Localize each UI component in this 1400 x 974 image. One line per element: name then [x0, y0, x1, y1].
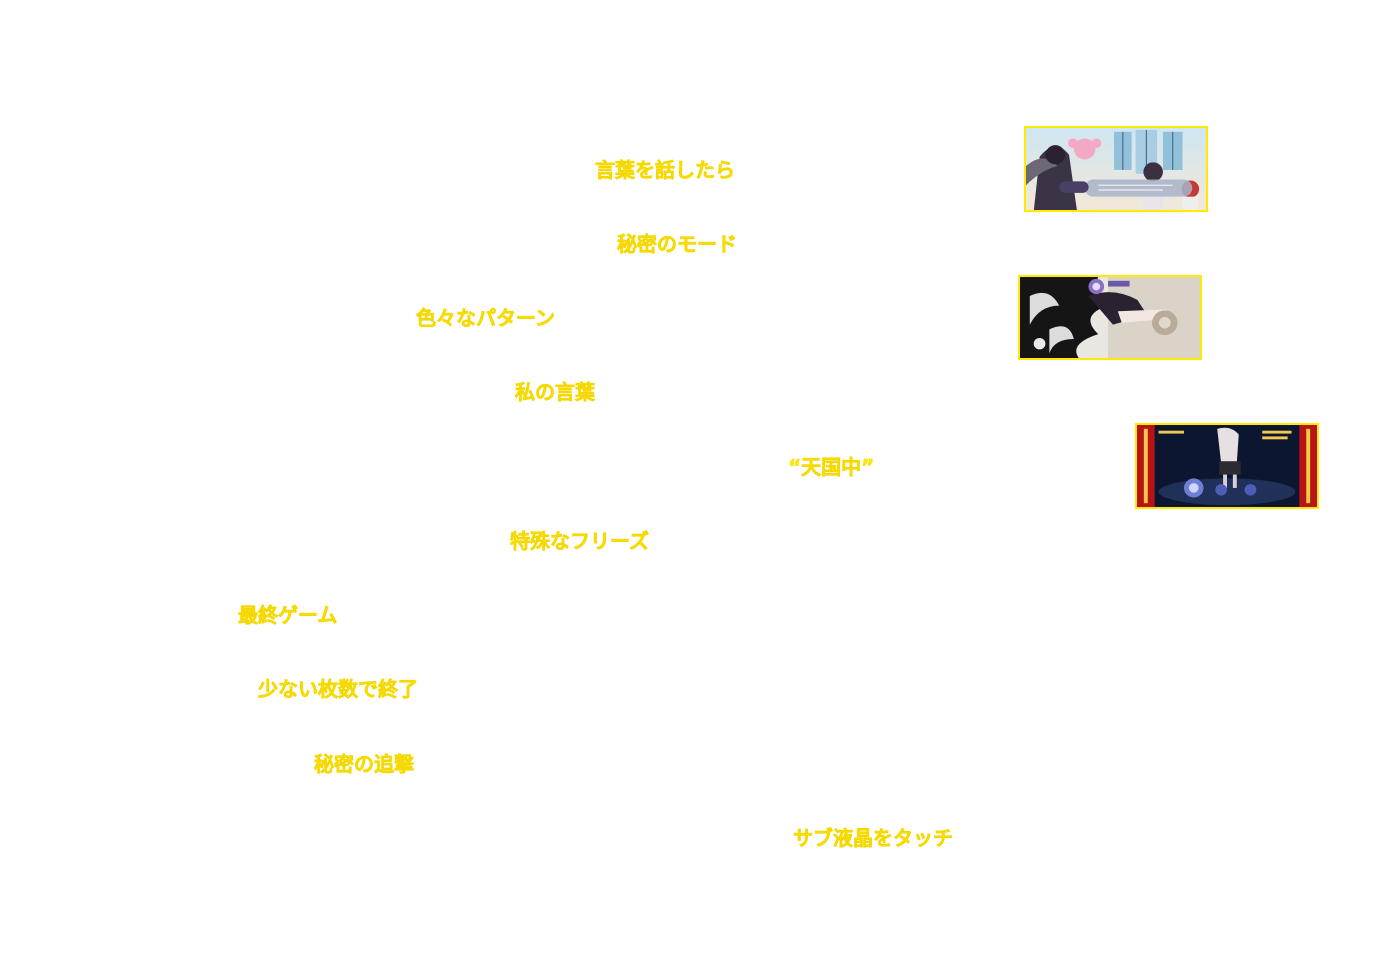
phrase-few-coins-end: 少ない枚数で終了 [258, 677, 419, 702]
phrase-touch-sub-lcd: サブ液晶をタッチ [793, 826, 954, 851]
thumbnail-church-scene [1024, 126, 1208, 212]
phrase-heaven-mode: “天国中” [788, 455, 875, 480]
anime-scene-dark-wings-icon [1020, 277, 1200, 358]
phrase-special-freeze: 特殊なフリーズ [510, 529, 650, 554]
phrase-secret-pursuit: 秘密の追撃 [314, 752, 415, 777]
anime-scene-game-status-screen-icon [1137, 425, 1317, 507]
phrase-speak-words: 言葉を話したら [595, 158, 736, 183]
phrase-secret-mode: 秘密のモード [617, 232, 738, 257]
phrase-final-game: 最終ゲーム [238, 603, 338, 628]
anime-scene-church-dialogue-icon [1026, 128, 1206, 210]
phrase-my-words: 私の言葉 [515, 380, 596, 405]
thumbnail-dark-wings-scene [1018, 275, 1202, 360]
thumbnail-game-status-screen [1135, 423, 1319, 509]
phrase-various-patterns: 色々なパターン [416, 306, 556, 331]
